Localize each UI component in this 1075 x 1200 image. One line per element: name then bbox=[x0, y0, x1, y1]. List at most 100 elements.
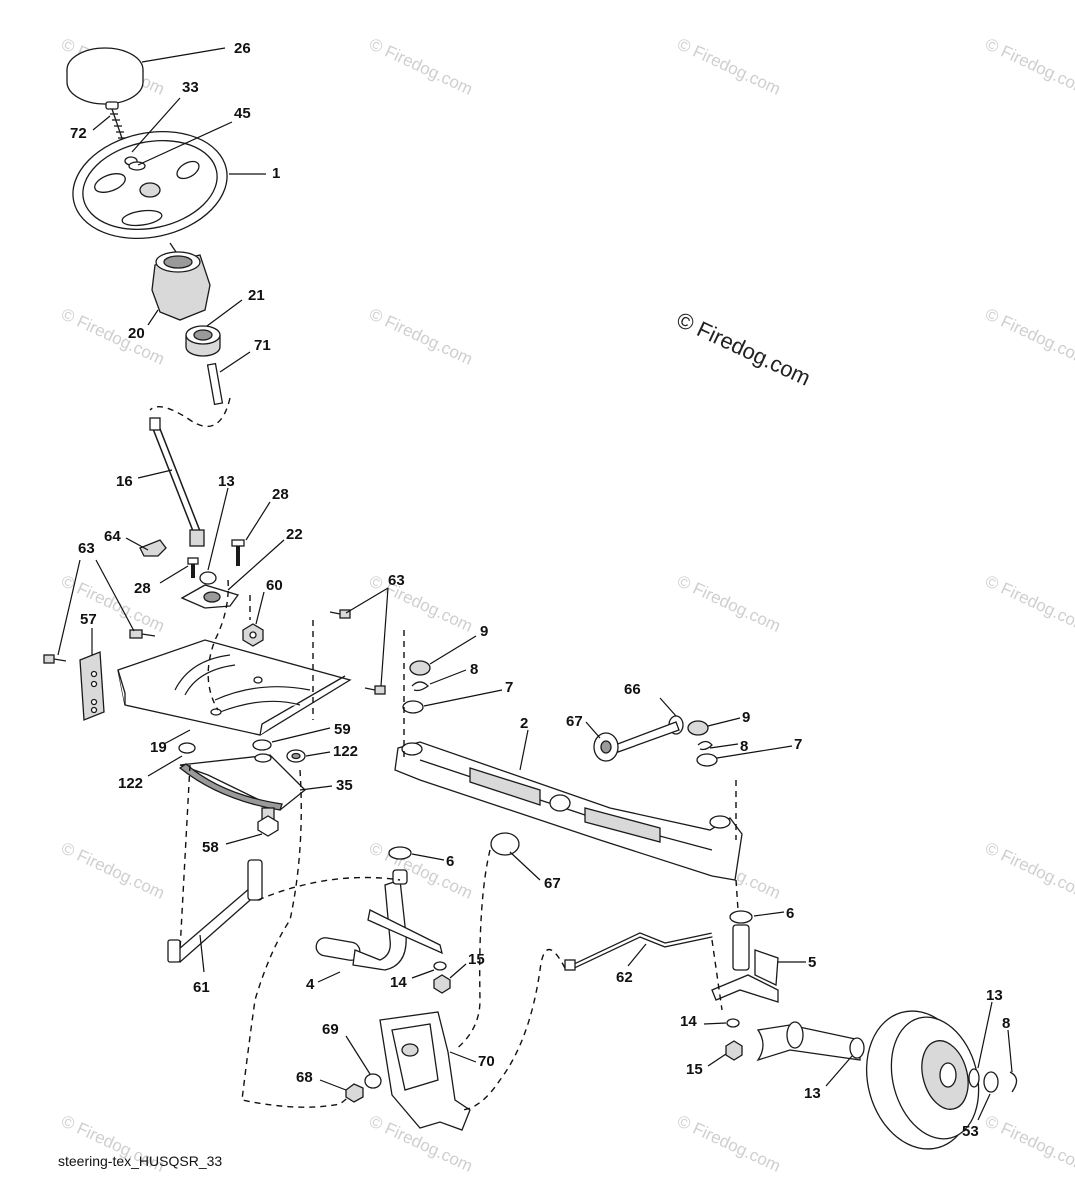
washer-part bbox=[388, 846, 412, 860]
svg-text:7: 7 bbox=[794, 736, 802, 753]
pitman-arm-part bbox=[167, 859, 263, 963]
svg-text:71: 71 bbox=[254, 337, 271, 354]
svg-text:59: 59 bbox=[334, 721, 351, 738]
svg-text:5: 5 bbox=[808, 954, 816, 971]
callout: 2 bbox=[519, 715, 529, 771]
callout: 62 bbox=[616, 943, 647, 986]
callout: 61 bbox=[193, 934, 210, 996]
svg-text:62: 62 bbox=[616, 969, 633, 986]
washer-part bbox=[696, 753, 718, 767]
copyright-text: © Firedog.com bbox=[673, 307, 815, 391]
callout: 33 bbox=[131, 79, 199, 153]
svg-text:64: 64 bbox=[104, 528, 121, 545]
dashed-link bbox=[207, 579, 229, 711]
svg-text:13: 13 bbox=[218, 473, 235, 490]
svg-text:2: 2 bbox=[520, 715, 528, 732]
svg-text:8: 8 bbox=[1002, 1015, 1010, 1032]
nut-part bbox=[433, 974, 451, 994]
callout: 14 bbox=[390, 969, 435, 991]
callout: 64 bbox=[104, 528, 149, 551]
cap-part bbox=[687, 720, 709, 736]
callout: 4 bbox=[306, 971, 341, 993]
watermark-text: © Firedog.com bbox=[982, 304, 1075, 368]
drag-link-part bbox=[564, 932, 713, 971]
callout: 7 bbox=[716, 736, 802, 759]
pin-part bbox=[206, 362, 224, 406]
callout: 28 bbox=[245, 486, 289, 541]
callout: 59 bbox=[271, 721, 351, 743]
watermark-text: © Firedog.com bbox=[58, 304, 167, 368]
clip-part bbox=[411, 681, 429, 692]
column-cover-part bbox=[151, 242, 211, 321]
clip-part bbox=[697, 740, 713, 751]
dashed-link bbox=[257, 876, 401, 901]
pivot-bolt-part bbox=[614, 715, 684, 753]
bolt-part bbox=[231, 539, 245, 566]
svg-text:22: 22 bbox=[286, 526, 303, 543]
svg-text:122: 122 bbox=[118, 775, 143, 792]
cap-part bbox=[409, 660, 431, 676]
svg-text:60: 60 bbox=[266, 577, 283, 594]
nut-part bbox=[725, 1040, 743, 1061]
spindle-part bbox=[315, 869, 443, 971]
steering-plate-part bbox=[117, 639, 352, 736]
svg-text:35: 35 bbox=[336, 777, 353, 794]
sector-gear-part bbox=[178, 753, 306, 811]
callout: 9 bbox=[429, 623, 488, 665]
svg-text:70: 70 bbox=[478, 1053, 495, 1070]
bracket-plate-part bbox=[79, 651, 105, 721]
callout: 13 bbox=[977, 987, 1003, 1069]
callout: 8 bbox=[1002, 1015, 1013, 1073]
svg-text:9: 9 bbox=[480, 623, 488, 640]
svg-text:1: 1 bbox=[272, 165, 280, 182]
svg-text:7: 7 bbox=[505, 679, 513, 696]
front-wheel-part bbox=[865, 1010, 980, 1150]
steering-cap-part bbox=[66, 47, 144, 105]
svg-text:68: 68 bbox=[296, 1069, 313, 1086]
callout: 69 bbox=[322, 1021, 371, 1075]
callout: 58 bbox=[202, 833, 263, 856]
watermark-text: © Firedog.com bbox=[366, 304, 475, 368]
callout: 22 bbox=[227, 526, 303, 591]
callout: 60 bbox=[255, 577, 283, 625]
callout: 35 bbox=[299, 777, 353, 794]
diagram-ref-code: steering-tex_HUSQSR_33 bbox=[58, 1153, 222, 1169]
callout: 66 bbox=[624, 681, 677, 717]
dashed-link bbox=[179, 764, 191, 951]
watermark-text: © Firedog.com bbox=[674, 34, 783, 98]
svg-text:20: 20 bbox=[128, 325, 145, 342]
washer-part bbox=[364, 1073, 382, 1089]
callout: 13 bbox=[207, 473, 235, 571]
washer-part bbox=[199, 571, 217, 585]
bolt-part bbox=[129, 629, 156, 639]
callout: 26 bbox=[141, 40, 251, 63]
svg-text:26: 26 bbox=[234, 40, 251, 57]
svg-text:16: 16 bbox=[116, 473, 133, 490]
callout: 71 bbox=[219, 337, 271, 373]
svg-text:6: 6 bbox=[786, 905, 794, 922]
callout: 67 bbox=[509, 851, 561, 892]
washer-part bbox=[726, 1018, 740, 1028]
callout: 28 bbox=[134, 565, 189, 597]
bolt-part bbox=[43, 654, 67, 664]
front-axle-part bbox=[394, 741, 743, 881]
svg-text:33: 33 bbox=[182, 79, 199, 96]
svg-text:13: 13 bbox=[986, 987, 1003, 1004]
svg-text:63: 63 bbox=[388, 572, 405, 589]
bushing-part bbox=[490, 832, 520, 856]
steering-shaft-part bbox=[149, 417, 205, 547]
svg-text:9: 9 bbox=[742, 709, 750, 726]
washer-part bbox=[178, 742, 196, 754]
svg-text:6: 6 bbox=[446, 853, 454, 870]
callout: 63 bbox=[345, 572, 405, 687]
shield-part bbox=[379, 1011, 471, 1131]
steering-wheel-part bbox=[72, 130, 228, 240]
callout: 57 bbox=[80, 611, 97, 655]
callout: 6 bbox=[753, 905, 794, 922]
svg-text:63: 63 bbox=[78, 540, 95, 557]
callout: 63 bbox=[57, 540, 135, 656]
dashed-link bbox=[241, 769, 351, 1108]
watermark-text: © Firedog.com bbox=[982, 838, 1075, 902]
svg-text:72: 72 bbox=[70, 125, 87, 142]
callout: 72 bbox=[70, 115, 111, 142]
